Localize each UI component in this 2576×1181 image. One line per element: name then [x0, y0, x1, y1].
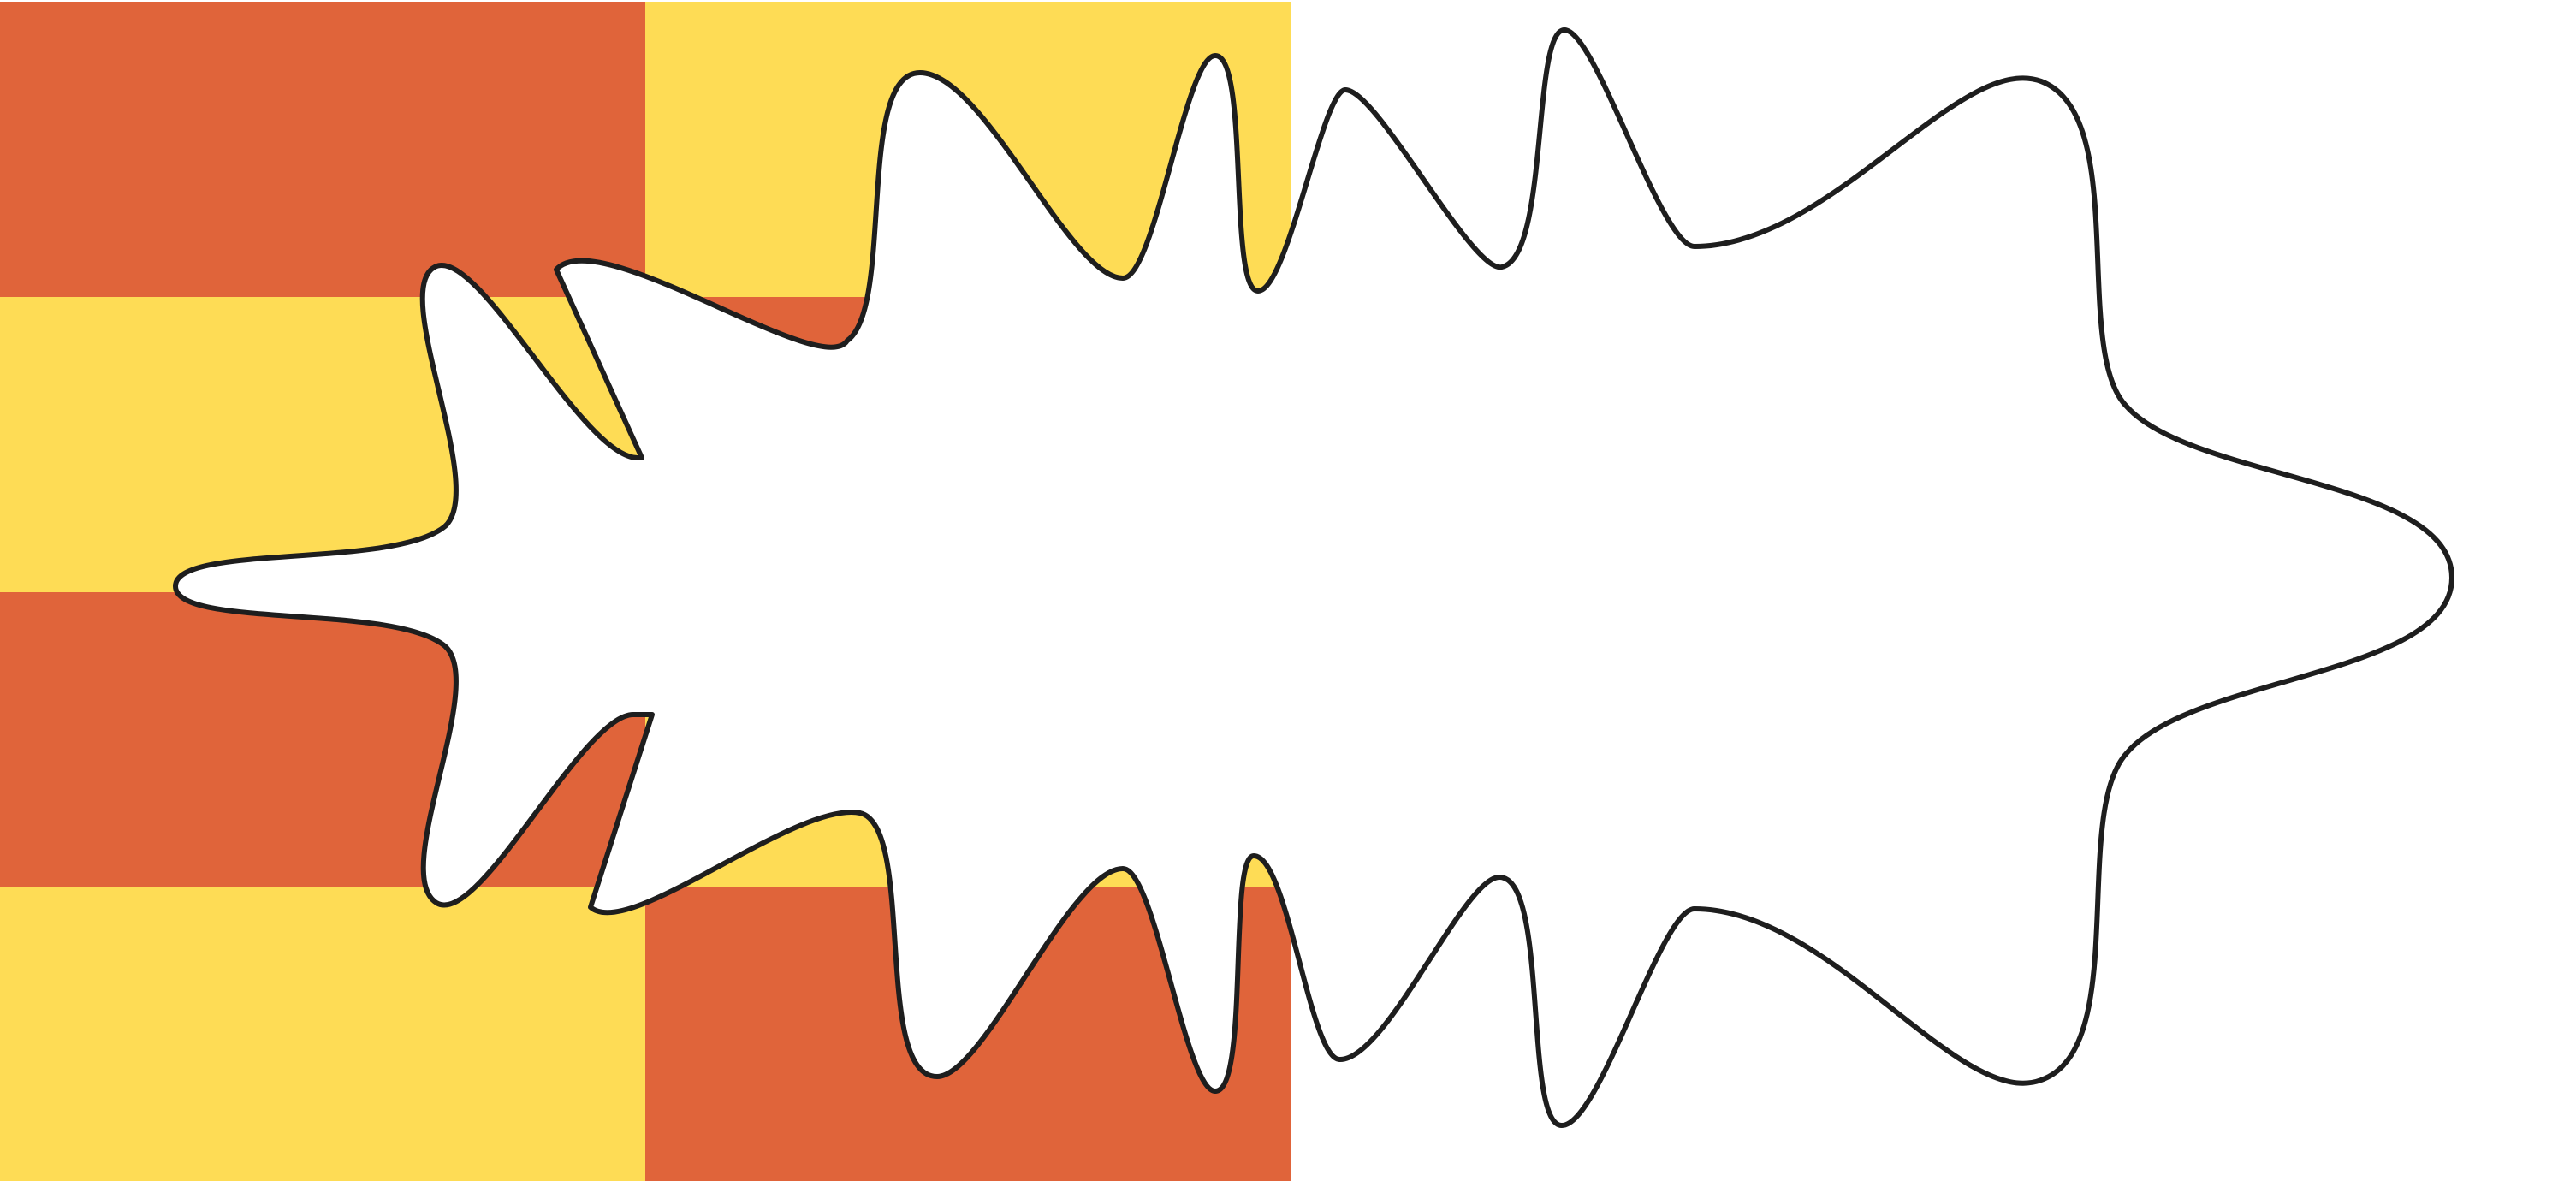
blob-shape — [173, 27, 2454, 1128]
flag-cell-yellow — [0, 887, 646, 1181]
flag-cell-red — [0, 2, 646, 298]
